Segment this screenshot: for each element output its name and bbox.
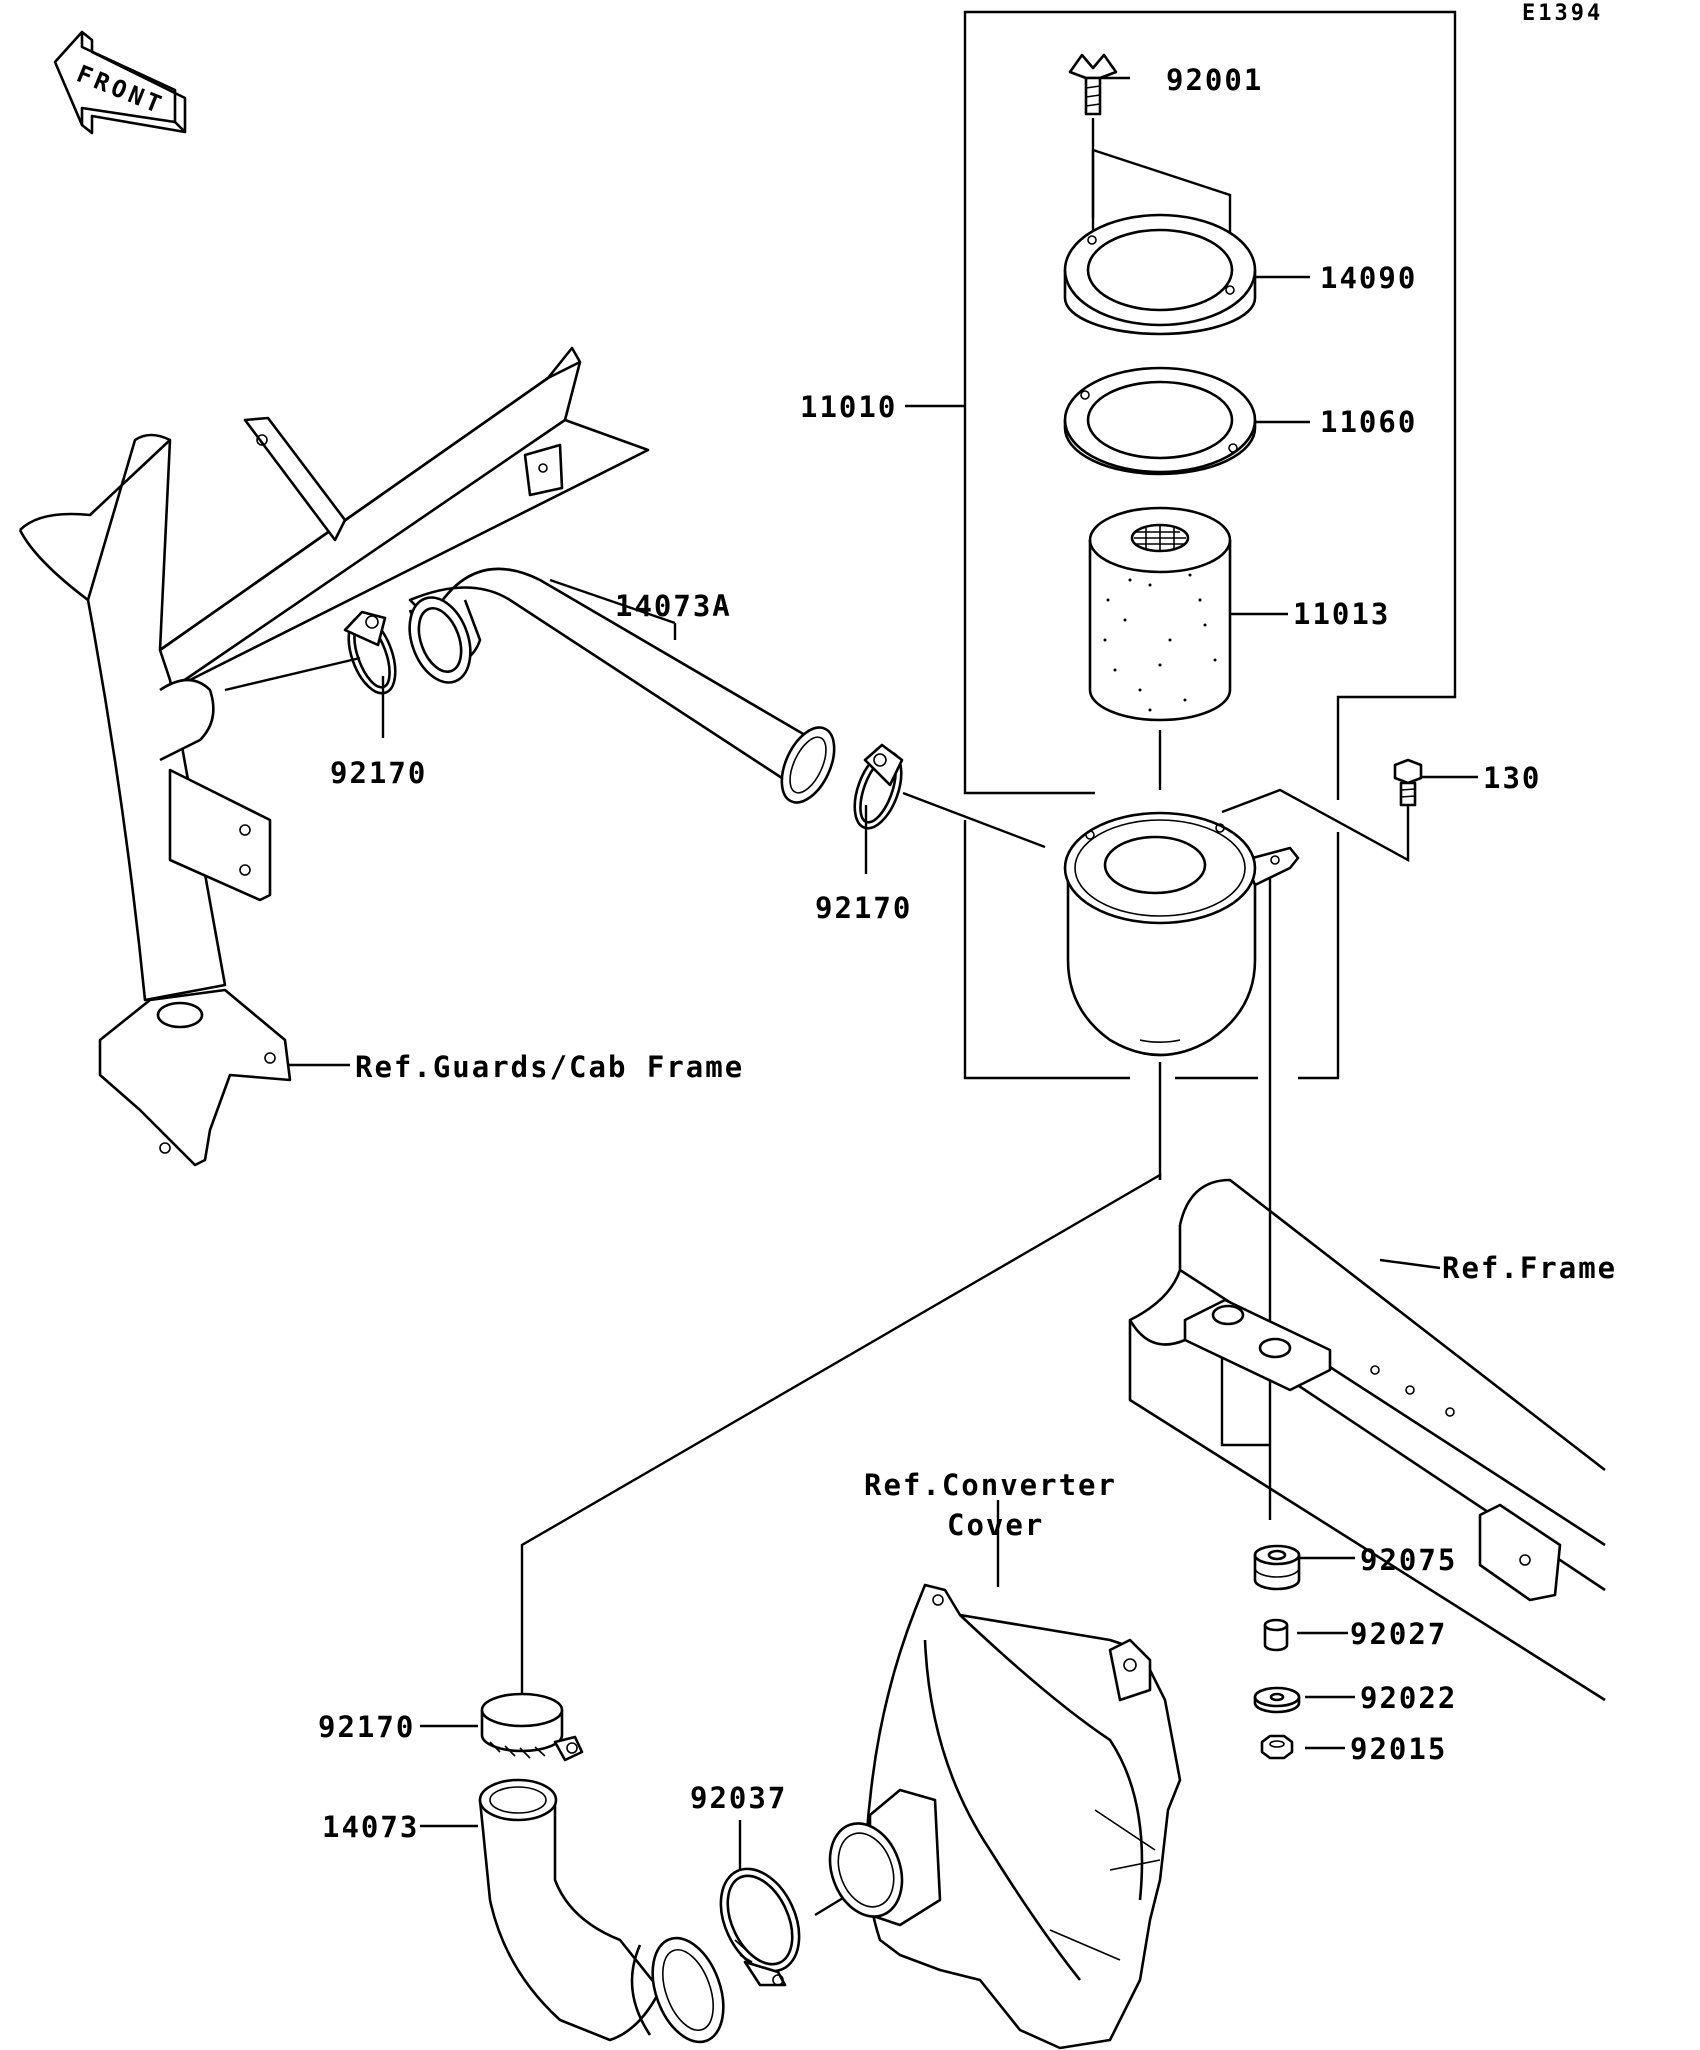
- cover-ring-14090: [1063, 213, 1257, 336]
- label-11060: 11060: [1320, 405, 1417, 439]
- intake-tube-14073a: [408, 567, 836, 804]
- label-11013: 11013: [1293, 597, 1390, 631]
- cab-frame-structure: [18, 346, 650, 1167]
- label-ref-converter-cover-2: Cover: [947, 1508, 1044, 1542]
- chassis-frame: [1128, 1178, 1606, 1702]
- bolt-130: [1393, 758, 1423, 807]
- filter-element-11013: [1088, 506, 1232, 722]
- assembly-bracket-11010: [905, 10, 1457, 1080]
- grommet-92075: [1253, 1544, 1301, 1591]
- label-92015: 92015: [1350, 1732, 1447, 1766]
- diagram-code: E1394: [1522, 1, 1603, 26]
- air-cleaner-housing: [1063, 811, 1300, 1057]
- elbow-hose-14073: [478, 1778, 725, 2044]
- label-ref-frame: Ref.Frame: [1442, 1251, 1617, 1285]
- label-92027: 92027: [1350, 1617, 1447, 1651]
- gasket-11060: [1063, 366, 1257, 476]
- label-ref-converter-cover-1: Ref.Converter: [864, 1468, 1117, 1502]
- hose-clamp-92170-a: [343, 610, 397, 695]
- hose-clamp-92037: [719, 1867, 801, 1987]
- hose-clamp-92170-c: [480, 1692, 584, 1762]
- hose-clamp-92170-b: [853, 743, 904, 830]
- label-92170-a: 92170: [330, 756, 427, 790]
- front-arrow-icon: FRONT: [53, 30, 187, 135]
- label-11010: 11010: [800, 390, 897, 424]
- label-ref-guards-cab-frame: Ref.Guards/Cab Frame: [355, 1050, 744, 1084]
- label-130: 130: [1483, 761, 1541, 795]
- label-14090: 14090: [1320, 261, 1417, 295]
- label-14073: 14073: [322, 1810, 419, 1844]
- label-92170-c: 92170: [318, 1710, 415, 1744]
- washer-92022: [1253, 1686, 1301, 1714]
- label-92075: 92075: [1360, 1543, 1457, 1577]
- converter-cover: [828, 1583, 1182, 2050]
- label-92022: 92022: [1360, 1681, 1457, 1715]
- leader-lines: [224, 76, 1478, 1917]
- label-92037: 92037: [690, 1781, 787, 1815]
- label-92001: 92001: [1166, 63, 1263, 97]
- label-14073a: 14073A: [615, 589, 732, 623]
- nut-92015: [1260, 1734, 1294, 1760]
- wing-bolt-92001: [1068, 53, 1118, 116]
- label-92170-b: 92170: [815, 891, 912, 925]
- collar-92027: [1263, 1618, 1289, 1652]
